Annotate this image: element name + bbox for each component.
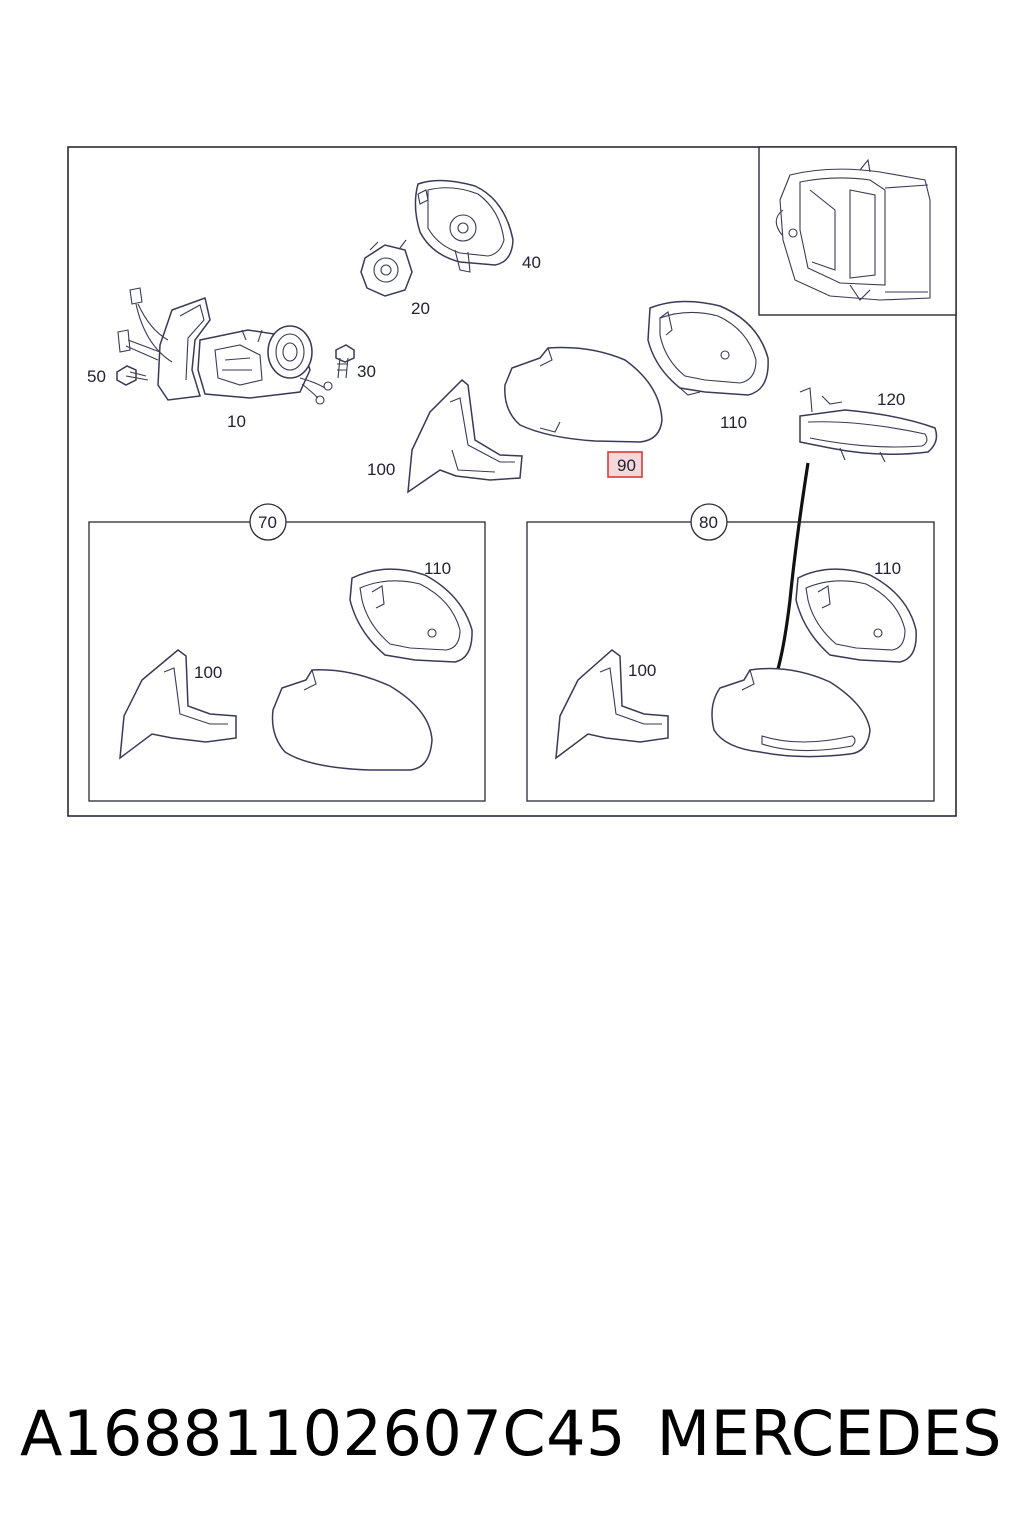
callout-10: 10 — [227, 412, 246, 431]
mirror-housing-cover-part-90 — [504, 346, 663, 443]
callout-110: 110 — [720, 413, 747, 432]
vehicle-locator-inset — [758, 146, 957, 316]
inset-70-label-100: 100 — [194, 663, 222, 682]
base-cover-part-100 — [407, 378, 523, 494]
callout-90: 90 — [617, 456, 636, 475]
turn-signal-lamp-part-120 — [799, 387, 938, 463]
inset-80-label-110: 110 — [874, 559, 901, 578]
mirror-glass-carrier-part-40 — [414, 179, 514, 273]
inset-80-number: 80 — [699, 513, 718, 532]
inset-80-label-100: 100 — [628, 661, 656, 680]
callout-100: 100 — [367, 460, 395, 479]
mirror-base-assembly-part-10 — [117, 287, 333, 405]
callout-90-highlight: 90 — [607, 451, 643, 478]
inset-70: 70 110 100 — [88, 503, 486, 802]
callout-120: 120 — [877, 390, 905, 409]
screw-part-30 — [335, 344, 355, 379]
bolt-part-50 — [116, 365, 149, 386]
footer-caption: A16881102607C45 MERCEDES — [0, 1378, 1024, 1488]
mirror-frame-part-110 — [647, 300, 769, 396]
callout-30: 30 — [357, 362, 376, 381]
adjustment-motor-part-20 — [360, 239, 413, 297]
callout-20: 20 — [411, 299, 430, 318]
diagram-frame — [67, 146, 957, 817]
inset-80: 80 110 100 — [526, 503, 935, 802]
brand-name: MERCEDES — [656, 1396, 1002, 1470]
callout-40: 40 — [522, 253, 541, 272]
inset-70-label-110: 110 — [424, 559, 451, 578]
part-number: A16881102607C45 — [20, 1396, 627, 1470]
inset-70-number: 70 — [258, 513, 277, 532]
callout-50: 50 — [87, 367, 106, 386]
